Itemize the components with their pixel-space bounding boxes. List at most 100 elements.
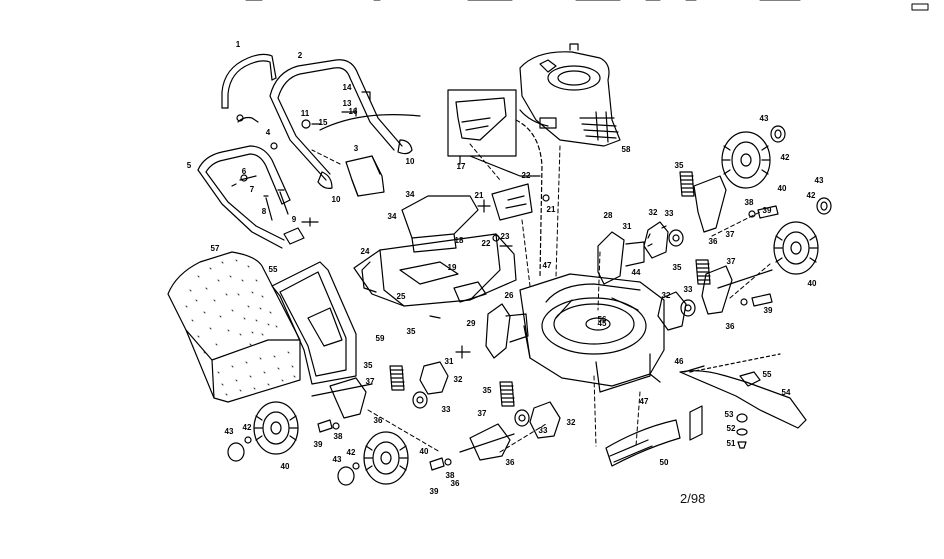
- control-panel: [319, 89, 543, 277]
- callout-label: 25: [396, 292, 406, 301]
- callout-label: 40: [280, 462, 290, 471]
- callout-label: 17: [456, 162, 466, 171]
- callout-label: 36: [505, 458, 515, 467]
- axle-bolts: [317, 205, 779, 471]
- callout-label: 3: [353, 144, 359, 153]
- adjuster-springs: [389, 171, 711, 407]
- callout-label: 36: [373, 416, 383, 425]
- callout-label: 32: [661, 291, 671, 300]
- callout-label: 9: [291, 215, 297, 224]
- callout-label: 55: [268, 265, 278, 274]
- callout-label: 32: [566, 418, 576, 427]
- callout-label: 40: [777, 184, 787, 193]
- callout-label: 38: [445, 471, 455, 480]
- callout-label: 21: [546, 205, 556, 214]
- callout-label: 51: [726, 439, 736, 448]
- callout-label: 31: [444, 357, 454, 366]
- callout-label: 42: [780, 153, 790, 162]
- callout-label: 47: [542, 261, 552, 270]
- callout-label: 35: [406, 327, 416, 336]
- callout-label: 35: [672, 263, 682, 272]
- callout-label: 36: [450, 479, 460, 488]
- callout-label: 19: [447, 263, 457, 272]
- callout-label: 59: [375, 334, 385, 343]
- scan-edge-marks: [245, 0, 929, 11]
- callout-label: 10: [331, 195, 341, 204]
- callout-label: 44: [631, 268, 641, 277]
- callout-label: 54: [781, 388, 791, 397]
- callout-label: 26: [504, 291, 514, 300]
- callout-label: 8: [261, 207, 267, 216]
- callout-label: 35: [674, 161, 684, 170]
- callout-label: 13: [342, 99, 352, 108]
- wheels: [253, 131, 819, 485]
- callout-label: 39: [762, 206, 772, 215]
- callout-label: 52: [726, 424, 736, 433]
- callout-label: 15: [318, 118, 328, 127]
- callout-label: 58: [621, 145, 631, 154]
- callout-label: 33: [441, 405, 451, 414]
- callout-label: 37: [726, 257, 736, 266]
- callout-label: 6: [241, 167, 247, 176]
- engine: [519, 43, 621, 147]
- callout-label: 23: [500, 232, 510, 241]
- rear-skirt: [353, 195, 517, 319]
- callout-label: 24: [360, 247, 370, 256]
- callout-label: 56: [597, 315, 607, 324]
- handle-bracket: [345, 155, 385, 197]
- hub-caps: [227, 125, 832, 486]
- callout-label: 22: [481, 239, 491, 248]
- callout-label: 18: [454, 236, 464, 245]
- callout-label: 32: [453, 375, 463, 384]
- callout-label: 39: [313, 440, 323, 449]
- callout-label: 1: [235, 40, 241, 49]
- callout-label: 28: [603, 211, 613, 220]
- callout-label: 43: [759, 114, 769, 123]
- callout-label: 21: [474, 191, 484, 200]
- callout-label: 10: [405, 157, 415, 166]
- callout-label: 38: [744, 198, 754, 207]
- bag-texture: [185, 259, 296, 396]
- callout-label: 37: [725, 230, 735, 239]
- callout-label: 42: [242, 423, 252, 432]
- callout-label: 7: [249, 185, 255, 194]
- rear-brackets: [455, 231, 645, 359]
- callout-label: 47: [639, 397, 649, 406]
- callout-label: 36: [725, 322, 735, 331]
- callout-label: 11: [300, 109, 310, 118]
- chute-door: [605, 419, 681, 467]
- mower-deck: [519, 273, 665, 393]
- grass-bag: [167, 251, 301, 403]
- callout-label: 14: [342, 83, 352, 92]
- revision-date: 2/98: [680, 491, 706, 506]
- lower-handle: [197, 145, 291, 249]
- callout-label: 4: [265, 128, 271, 137]
- bag-frame: [271, 261, 357, 385]
- callout-label: 57: [210, 244, 220, 253]
- callout-label: 53: [724, 410, 734, 419]
- adjuster-plates: [419, 221, 687, 439]
- adjuster-levers: [311, 175, 773, 461]
- callout-label: 29: [466, 319, 476, 328]
- callout-label: 38: [333, 432, 343, 441]
- callout-label: 39: [763, 306, 773, 315]
- handle-hardware: [231, 91, 371, 245]
- callout-label: 37: [365, 377, 375, 386]
- callout-label: 5: [186, 161, 192, 170]
- callout-label: 34: [405, 190, 415, 199]
- callout-label: 36: [708, 237, 718, 246]
- middle-handle: [269, 59, 413, 189]
- callout-label: 22: [521, 171, 531, 180]
- callout-label: 40: [419, 447, 429, 456]
- callout-label: 37: [477, 409, 487, 418]
- upper-handle: [221, 53, 277, 122]
- front-shield: [477, 183, 550, 247]
- callout-label: 50: [659, 458, 669, 467]
- callout-label: 33: [683, 285, 693, 294]
- callout-label: 32: [648, 208, 658, 217]
- callout-label: 42: [806, 191, 816, 200]
- callout-label: 45: [597, 319, 607, 328]
- leader-lines: [311, 143, 771, 453]
